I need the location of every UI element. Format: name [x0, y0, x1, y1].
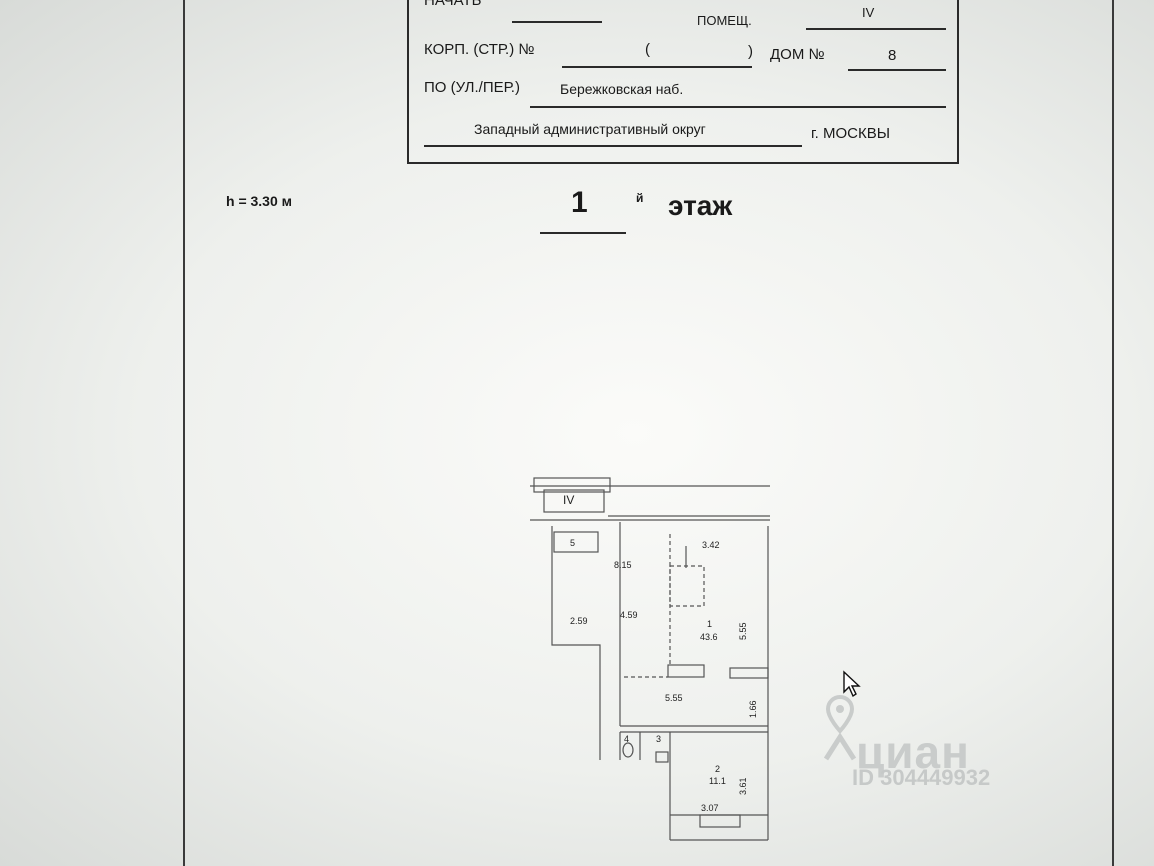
dim-1-66: 1.66	[748, 700, 758, 718]
dom-underline	[848, 69, 946, 71]
header-form-box	[407, 0, 959, 164]
district-underline	[424, 145, 802, 147]
mouse-pointer-icon	[843, 670, 861, 698]
district-value: Западный административный округ	[474, 121, 706, 137]
dim-3-61: 3.61	[738, 777, 748, 795]
watermark-id: ID 304449932	[852, 765, 991, 790]
korp-underline	[562, 66, 752, 68]
right-border-line	[1112, 0, 1114, 866]
dim-8-15: 8.15	[614, 560, 632, 570]
korp-close: )	[748, 43, 753, 60]
header-row0-mid: ПОМЕЩ.	[697, 13, 752, 28]
city-value: г. МОСКВЫ	[811, 125, 890, 142]
room3-number: 3	[656, 734, 661, 744]
dim-2-59: 2.59	[570, 616, 588, 626]
header-row0-underline-a	[512, 21, 602, 23]
street-value: Бережковская наб.	[560, 81, 684, 97]
room1-number: 1	[707, 619, 712, 629]
watermark-brand: циан	[856, 726, 970, 778]
header-row0-right: IV	[862, 5, 875, 20]
dom-value: 8	[888, 47, 897, 64]
dim-4-59: 4.59	[620, 610, 638, 620]
plan-section-label: IV	[563, 493, 574, 507]
room1-area: 43.6	[700, 632, 718, 642]
street-label: ПО (УЛ./ПЕР.)	[424, 79, 520, 96]
korp-label: КОРП. (СТР.) №	[424, 41, 535, 58]
korp-value: (	[645, 41, 650, 58]
left-border-line	[183, 0, 185, 866]
header-row0-underline-b	[806, 28, 946, 30]
floor-word: этаж	[668, 190, 733, 221]
dim-5-55-vertical: 5.55	[738, 622, 748, 640]
floor-suffix: й	[636, 191, 644, 205]
street-underline	[530, 106, 946, 108]
room4-number: 4	[624, 734, 629, 744]
room5-number: 5	[570, 538, 575, 548]
dim-3-42: 3.42	[702, 540, 720, 550]
room2-area: 11.1	[709, 776, 726, 786]
room2-number: 2	[715, 764, 720, 774]
floor-number-underline	[540, 232, 626, 234]
floor-plan: IV 5 1 43.6 2 11.1 4 3 3.42 8.15 4.59 2.…	[530, 477, 770, 841]
dim-3-07: 3.07	[701, 803, 719, 813]
ceiling-height-label: h = 3.30 м	[226, 193, 293, 209]
header-row0-left: НАЧАТЬ	[424, 0, 482, 9]
dom-label: ДОМ №	[770, 46, 825, 63]
dim-5-55-horizontal: 5.55	[665, 693, 683, 703]
floor-number: 1	[571, 186, 588, 219]
cian-logo-icon	[823, 694, 857, 761]
